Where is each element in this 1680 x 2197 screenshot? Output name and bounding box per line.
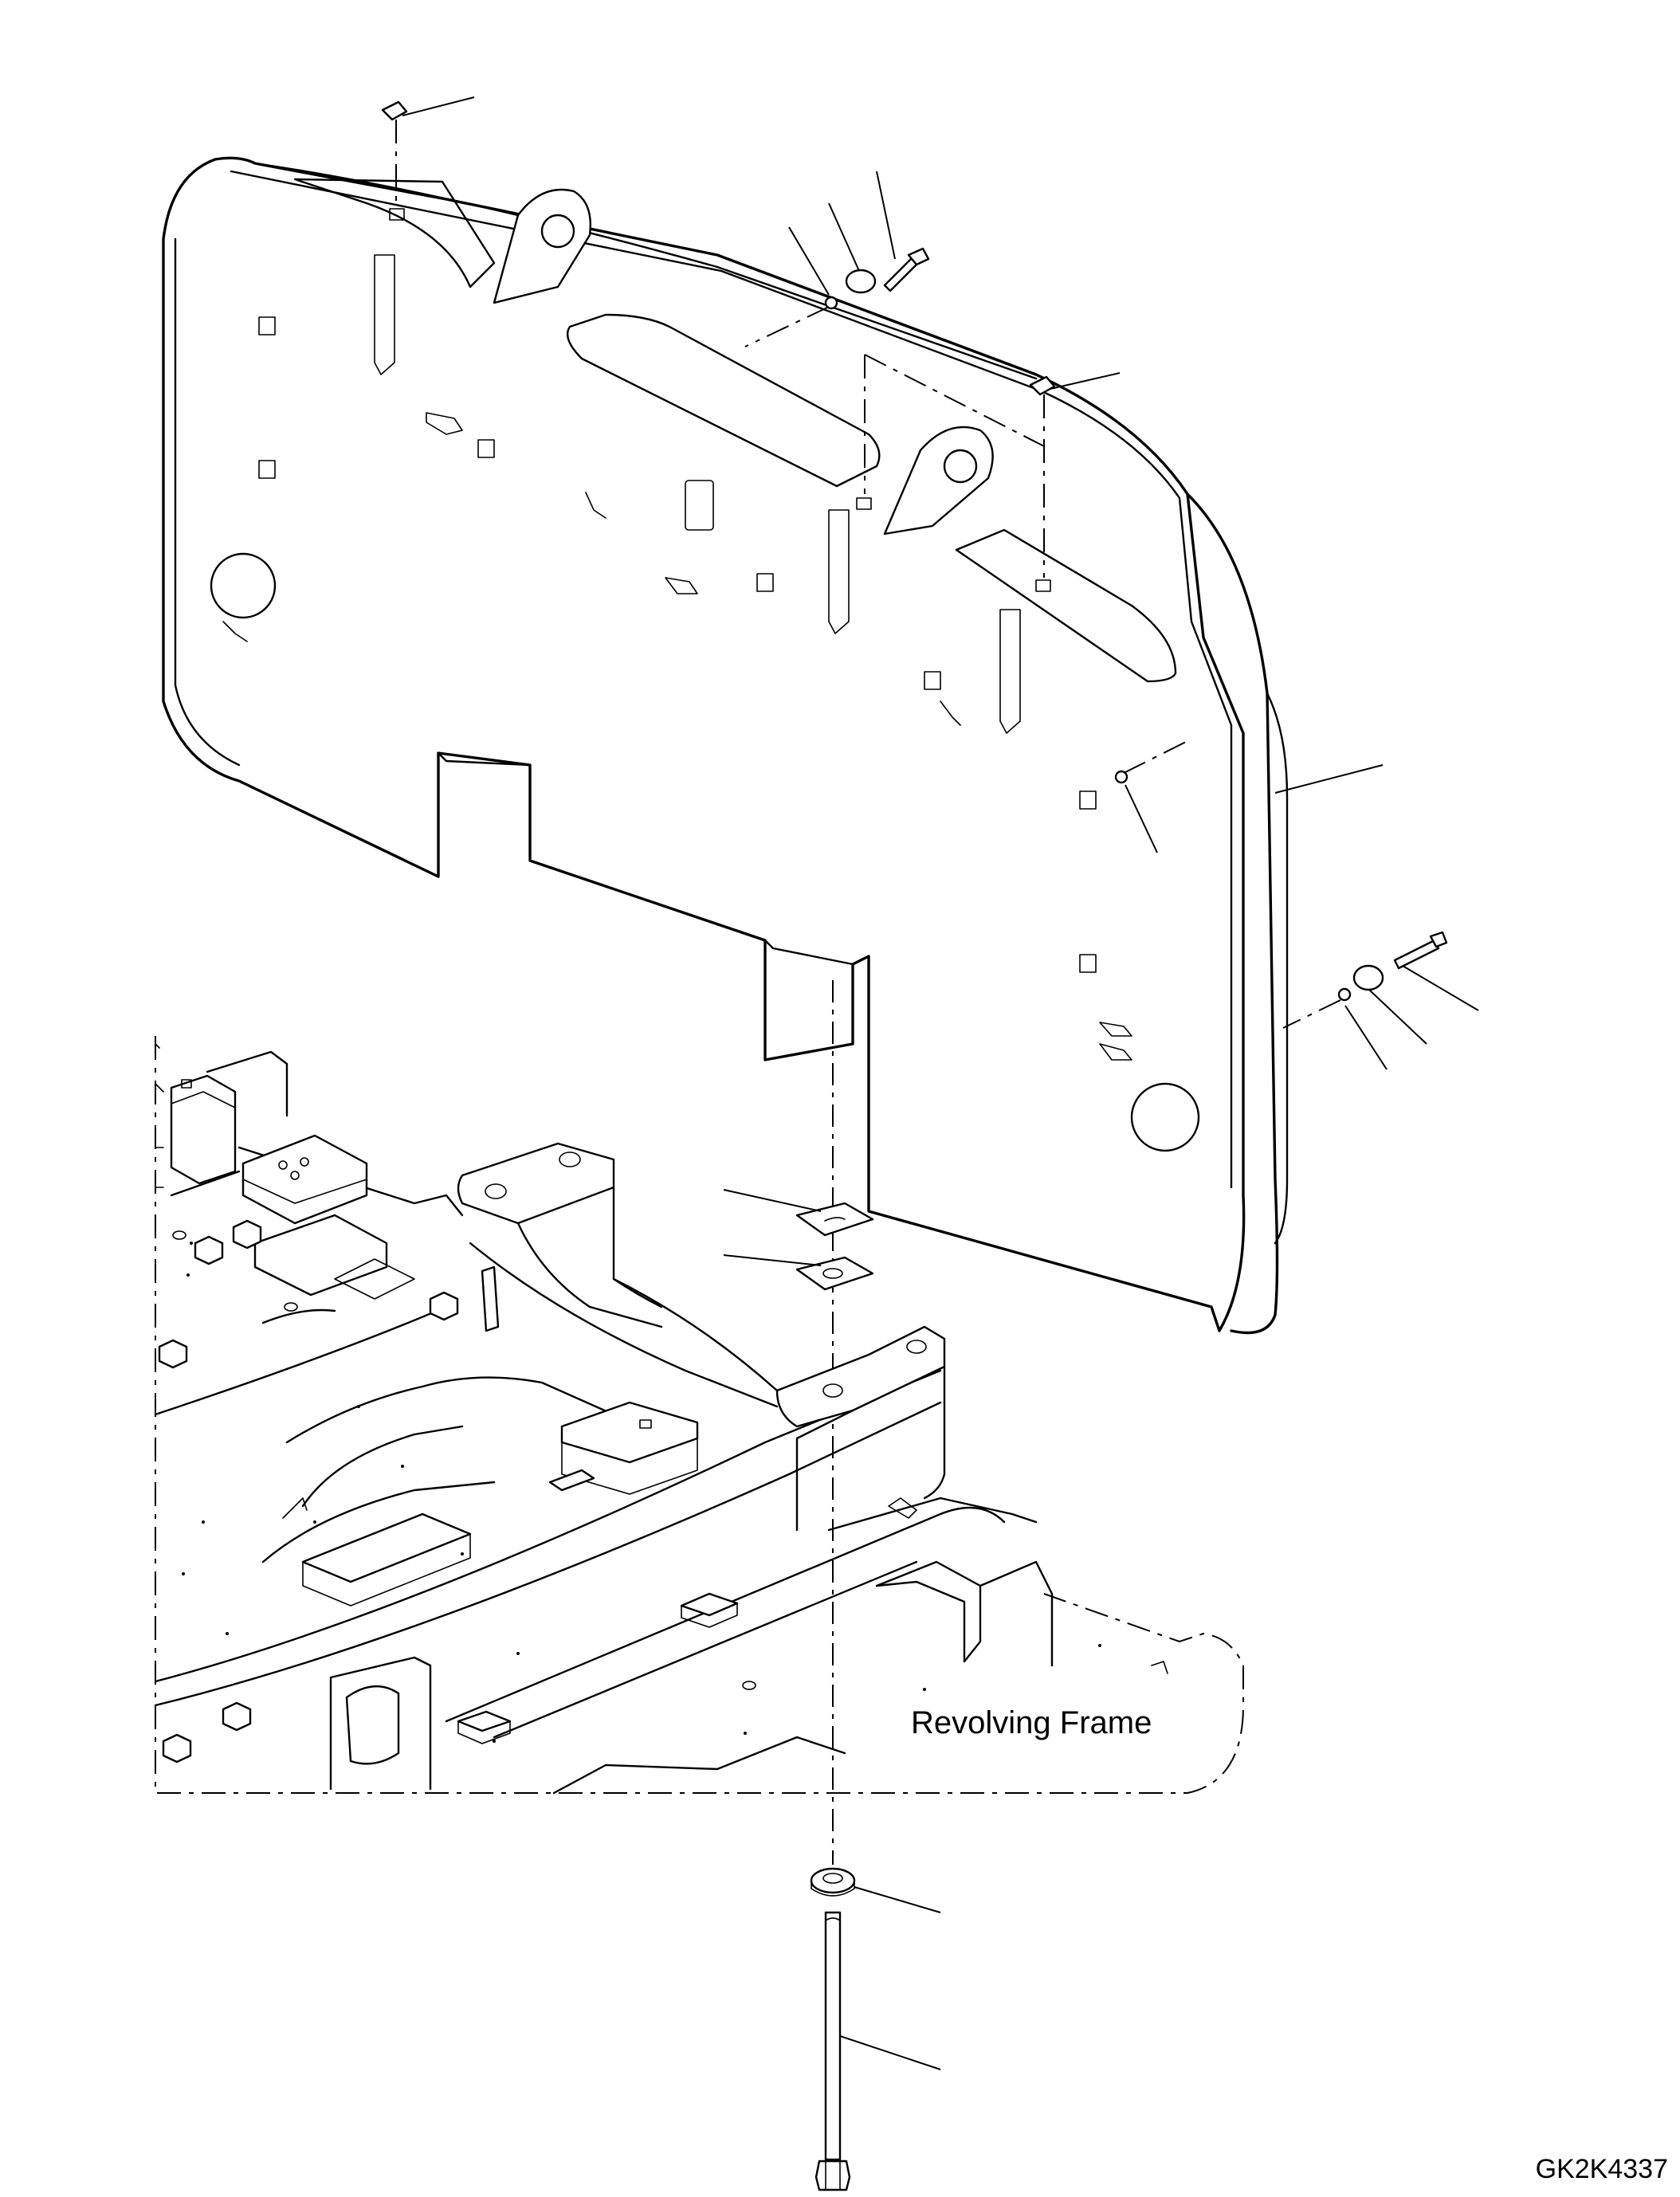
counterweight <box>162 156 1289 1335</box>
shim-plate <box>795 1256 874 1291</box>
mounting-bolt <box>814 1911 851 2191</box>
revolving-frame-label: Revolving Frame <box>911 1705 1152 1740</box>
drawing-code-label: GK2K4337 <box>1536 2154 1668 2184</box>
leader-lines <box>402 96 1479 2070</box>
cap-bolt-top <box>381 100 1056 592</box>
mounting-washer <box>810 1867 856 1897</box>
shim-c <box>795 1202 874 1237</box>
cap-bolt-side <box>1114 740 1448 1029</box>
revolving-frame <box>154 1036 1244 1795</box>
